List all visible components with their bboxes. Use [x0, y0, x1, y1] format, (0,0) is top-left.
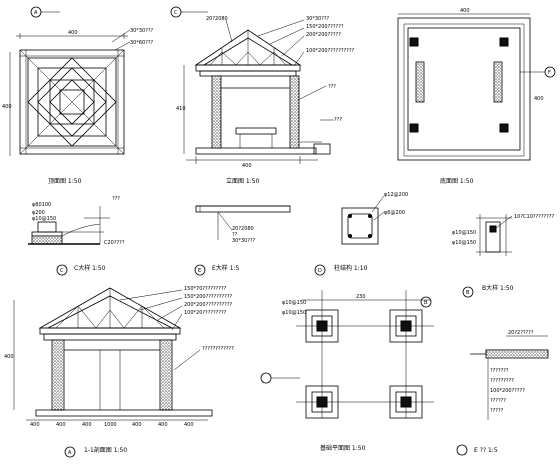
detail-e-note-3: 30*30???	[232, 238, 256, 244]
foundation-view: 230 φ10@150 φ10@150 B 基础平面图 1:50	[260, 290, 434, 452]
elevation-dim-bottom: 400	[242, 163, 252, 169]
elevation-note-1: 20?2080	[206, 16, 228, 22]
elevation-note-3: 150*200??????	[306, 24, 344, 30]
section-dim-2: 400	[56, 422, 66, 428]
svg-text:400: 400	[4, 354, 14, 360]
right-detail-note-1: 20?2?????	[508, 330, 534, 336]
section-view: 400 150*70????????? 150*200?????????? 20…	[4, 286, 234, 458]
roof-plan-dim-top: 400	[68, 30, 78, 36]
floor-plan-view: 400 F 400 底面图 1:50	[397, 8, 556, 185]
section-dim-5: 400	[132, 422, 142, 428]
column-note-2: φ6@200	[384, 210, 405, 216]
right-detail-note-4: 100*200?????	[490, 388, 525, 394]
foundation-marker: B	[424, 300, 428, 306]
right-detail-view: 20?2????? ??????? ????????? 100*200?????…	[456, 330, 549, 456]
section-note-1: 150*70?????????	[184, 286, 227, 292]
elevation-caption: 立面图 1:50	[226, 177, 260, 185]
section-note-2: 150*200??????????	[184, 294, 232, 300]
roof-plan-note-2: 30*60???	[130, 40, 154, 46]
elevation-level-note: ???	[328, 84, 336, 90]
detail-c-note-2: φ80100	[32, 202, 51, 208]
elevation-view: C 400 410 20?2080 30*30??? 150*200??????	[170, 6, 354, 185]
section-note-5: ????????????	[202, 346, 234, 352]
detail-b-marker: B	[466, 290, 470, 296]
column-marker: D	[318, 268, 322, 274]
detail-b-note-2: φ10@150	[452, 230, 476, 236]
detail-e-note-2: ??	[232, 232, 238, 238]
foundation-dim: 230	[356, 294, 366, 300]
detail-b-note-3: φ10@150	[452, 240, 476, 246]
detail-c-note-4: φ10@150	[32, 216, 56, 222]
floor-plan-dim-top: 400	[460, 8, 470, 14]
section-marker: A	[68, 450, 72, 456]
detail-c-note-1: ???	[112, 196, 120, 202]
elevation-side-dim: 410	[176, 106, 186, 112]
section-caption: 1-1剖面图 1:50	[84, 446, 127, 454]
foundation-note-1: φ10@150	[282, 300, 306, 306]
roof-plan-caption: 顶面图 1:50	[48, 178, 82, 185]
detail-e-note-1: 20?2080	[232, 226, 254, 232]
detail-b-caption: B大样 1:50	[482, 284, 514, 292]
detail-b-note-1: 10?C10????????	[514, 214, 554, 220]
detail-c-marker: C	[60, 268, 64, 274]
right-detail-note-3: ?????????	[490, 378, 514, 384]
floor-plan-marker: F	[548, 70, 551, 76]
right-detail-note-2: ???????	[490, 368, 509, 374]
foundation-caption: 基础平面图 1:50	[320, 444, 366, 452]
section-dim-4: 1000	[104, 422, 117, 428]
roof-plan-note-1: 30*30???	[130, 28, 154, 34]
detail-c-note-5: C20????	[104, 240, 125, 246]
right-detail-note-6: ?????	[490, 408, 504, 414]
detail-e-caption: E大样 1:5	[212, 264, 240, 272]
foundation-note-2: φ10@150	[282, 310, 306, 316]
roof-plan-dim-side: 400	[2, 104, 12, 110]
section-dim-7: 400	[184, 422, 194, 428]
column-caption: 柱结构 1:10	[334, 264, 368, 272]
column-note-1: φ12@200	[384, 192, 408, 198]
section-note-4: 100*20?????????	[184, 310, 227, 316]
detail-b-view: 10?C10???????? φ10@150 φ10@150 B B大样 1:5…	[452, 214, 554, 298]
roof-plan-view: 400 400 A 30*30??? 30*60??? 顶面图 1:50	[2, 6, 154, 185]
elevation-marker: C	[174, 10, 178, 16]
floor-plan-dim-side: 400	[534, 96, 544, 102]
elevation-note-4: 200*200?????	[306, 32, 341, 38]
column-view: φ12@200 φ6@200 D 柱结构 1:10	[314, 192, 408, 276]
section-note-3: 200*200??????????	[184, 302, 232, 308]
elevation-note-2: 30*30???	[306, 16, 330, 22]
section-dim-1: 400	[30, 422, 40, 428]
detail-c-caption: C大样 1:50	[74, 264, 106, 272]
section-dim-6: 400	[158, 422, 168, 428]
detail-c-note-3: φ200	[32, 210, 45, 216]
right-detail-note-5: ??????	[490, 398, 506, 404]
elevation-ground-note: ???	[334, 117, 342, 123]
detail-e-view: 20?2080 ?? 30*30??? E E大样 1:5	[194, 205, 291, 276]
detail-c-view: ??? φ80100 φ200 φ10@150 C20???? C C大样 1:…	[28, 196, 125, 276]
floor-plan-caption: 底面图 1:50	[440, 177, 474, 185]
roof-plan-marker: A	[34, 10, 38, 16]
elevation-note-5: 100*200??????????	[306, 48, 354, 54]
right-detail-caption: E ?? 1:5	[474, 447, 498, 454]
section-dim-3: 400	[82, 422, 92, 428]
detail-e-marker: E	[198, 268, 201, 274]
